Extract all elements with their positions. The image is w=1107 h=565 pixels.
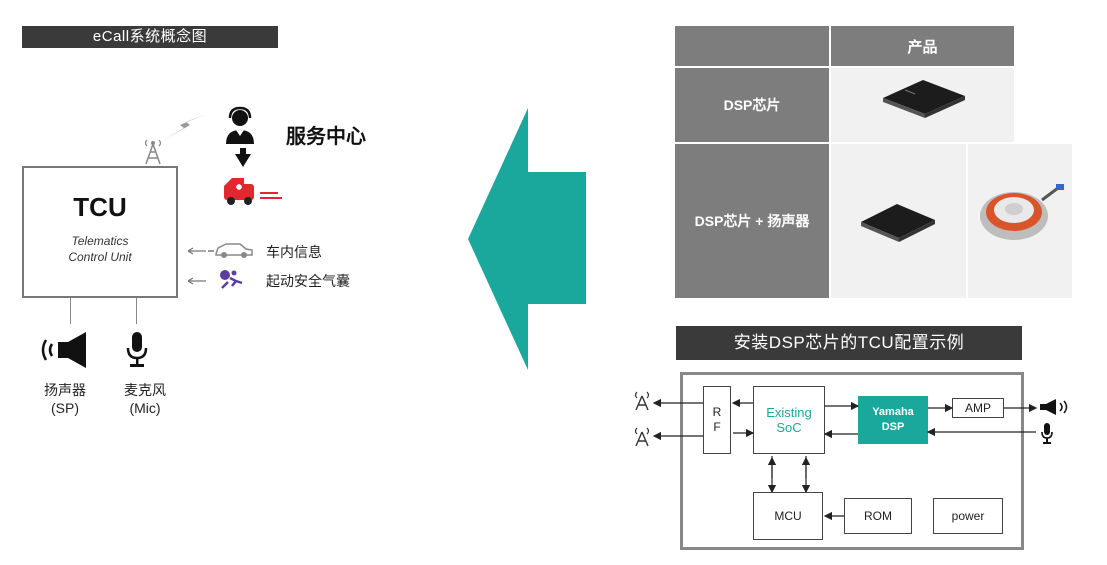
dsp-block-line1: Yamaha	[872, 406, 914, 418]
amp-block-label: AMP	[964, 400, 991, 415]
speaker-connector-line	[70, 298, 71, 324]
amp-block: AMP	[952, 398, 1004, 418]
table-header-product: 产品	[831, 26, 1014, 66]
speaker-icon	[41, 332, 86, 368]
airbag-icon	[220, 270, 243, 289]
dsp-chip-icon	[883, 80, 965, 118]
down-arrow-icon	[235, 148, 251, 167]
mcu-block: MCU	[753, 492, 823, 540]
speaker-label: 扬声器 (SP)	[30, 380, 100, 416]
speaker-label-line1: 扬声器	[44, 382, 86, 398]
table-row2-label: DSP芯片 + 扬声器	[675, 144, 829, 298]
power-block: power	[933, 498, 1003, 534]
big-left-arrow-icon	[468, 108, 586, 370]
config-title-bar: 安装DSP芯片的TCU配置示例	[676, 326, 1022, 360]
cell-tower-icon	[144, 139, 162, 165]
rf-block: R F	[703, 386, 731, 454]
signal-bolt-icon	[164, 114, 206, 140]
rom-block-label: ROM	[864, 508, 892, 523]
left-arrow-icon	[187, 247, 206, 255]
power-block-label: power	[951, 508, 985, 523]
config-title: 安装DSP芯片的TCU配置示例	[733, 333, 965, 352]
table-row1-image-cell	[831, 68, 1014, 142]
soc-block-line2: SoC	[776, 420, 802, 435]
tcu-title: TCU	[73, 192, 127, 222]
mic-label-line1: 麦克风	[124, 382, 166, 398]
ecall-title: eCall系统概念图	[92, 28, 208, 45]
table-header-blank	[675, 26, 829, 66]
car-icon	[208, 243, 253, 258]
table-row1-label: DSP芯片	[675, 68, 829, 142]
microphone-icon	[126, 332, 148, 367]
airbag-label: 起动安全气囊	[266, 273, 350, 289]
small-speaker-icon	[1040, 399, 1068, 415]
table-row2-speaker-cell	[968, 144, 1072, 298]
rom-block: ROM	[844, 498, 912, 534]
speaker-label-line2: (SP)	[51, 400, 79, 416]
mic-connector-line	[136, 298, 137, 324]
tcu-subtitle-line2: Control Unit	[68, 250, 132, 264]
small-microphone-icon	[1041, 423, 1053, 444]
dsp-chip-icon	[861, 204, 935, 242]
soc-block-line1: Existing	[766, 405, 812, 420]
operator-icon	[226, 106, 254, 144]
mcu-block-label: MCU	[774, 508, 802, 523]
ecall-title-bar: eCall系统概念图	[22, 26, 278, 48]
table-row2-label-text: DSP芯片 + 扬声器	[694, 213, 810, 229]
config-connections	[652, 398, 1038, 521]
antenna-icon	[634, 391, 650, 411]
speaker-unit-icon	[980, 184, 1064, 240]
ambulance-icon	[224, 178, 282, 205]
dsp-block-line2: DSP	[881, 421, 905, 433]
service-center-label: 服务中心	[286, 126, 366, 148]
left-arrow-icon	[187, 277, 206, 285]
mic-label-line2: (Mic)	[129, 400, 161, 416]
table-row1-label-text: DSP芯片	[723, 97, 781, 113]
vehicle-info-label: 车内信息	[266, 244, 322, 260]
antenna-icon	[634, 427, 650, 447]
table-header-product-text: 产品	[907, 38, 938, 56]
mic-label: 麦克风 (Mic)	[110, 380, 180, 416]
yamaha-dsp-block: Yamaha DSP	[858, 396, 928, 444]
tcu-subtitle-line1: Telematics	[71, 234, 129, 248]
table-row2-chip-cell	[831, 144, 966, 298]
rf-block-line2: F	[713, 420, 721, 434]
existing-soc-block: Existing SoC	[753, 386, 825, 454]
rf-block-line1: R	[712, 405, 722, 419]
tcu-box: TCU Telematics Control Unit	[22, 166, 178, 298]
